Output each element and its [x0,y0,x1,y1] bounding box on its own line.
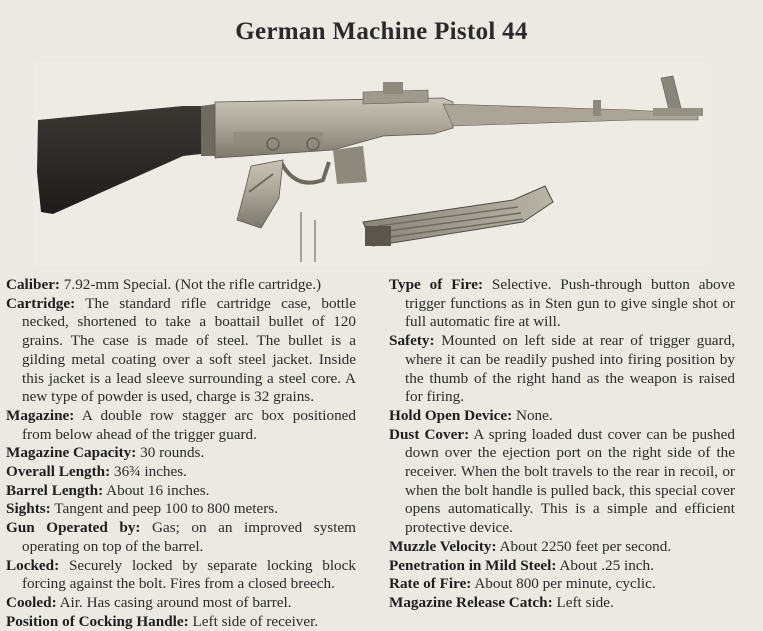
spec-label: Overall Length: [6,463,111,481]
spec-text: 30 rounds. [136,444,205,462]
spec-entry: Barrel Length: About 16 inches. [6,482,356,501]
spec-label: Dust Cover: [389,425,470,443]
document-page: German Machine Pistol 44 [6,18,735,630]
spec-entry: Penetration in Mild Steel: About .25 inc… [389,557,735,576]
right-column: Type of Fire: Selective. Push-through bu… [389,276,735,613]
spec-text: 7.92-mm Special. (Not the rifle cartridg… [60,276,322,293]
spec-entry: Dust Cover: A spring loaded dust cover c… [389,426,735,538]
spec-text: A double row stagger arc box positioned … [22,406,356,443]
spec-entry: Overall Length: 36¾ inches. [6,463,356,482]
spec-entry: Hold Open Device: None. [389,407,735,426]
spec-entry: Gun Operated by: Gas; on an improved sys… [6,519,356,556]
spec-entry: Type of Fire: Selective. Push-through bu… [389,276,735,332]
spec-text: About 2250 feet per second. [496,537,672,555]
spec-label: Position of Cocking Handle: [6,612,189,630]
spec-label: Penetration in Mild Steel: [389,556,557,574]
spec-entry: Locked: Securely locked by separate lock… [6,557,356,594]
spec-text: Gas; on an improved system operating on … [22,519,356,555]
spec-text: About .25 inch. [556,556,654,574]
spec-label: Locked: [6,556,60,574]
spec-text: Air. Has casing around most of barrel. [56,593,292,611]
spec-entry: Position of Cocking Handle: Left side of… [6,613,356,631]
spec-entry: Muzzle Velocity: About 2250 feet per sec… [389,538,735,557]
spec-text: None. [512,406,553,424]
spec-label: Caliber: [6,276,60,293]
spec-text: The standard rifle cartridge case, bottl… [22,294,356,406]
spec-entry: Cooled: Air. Has casing around most of b… [6,594,356,613]
page-title: German Machine Pistol 44 [235,18,528,45]
spec-entry: Rate of Fire: About 800 per minute, cycl… [389,575,735,594]
spec-label: Muzzle Velocity: [389,537,497,555]
spec-entry: Cartridge: The standard rifle cartridge … [6,295,356,407]
left-column: Caliber: 7.92-mm Special. (Not the rifle… [6,276,356,631]
spec-text: 36¾ inches. [110,463,187,481]
spec-text: Securely locked by separate locking bloc… [22,556,356,593]
spec-entry: Caliber: 7.92-mm Special. (Not the rifle… [6,276,356,295]
spec-label: Barrel Length: [6,481,104,499]
spec-label: Hold Open Device: [389,406,513,424]
spec-label: Cooled: [6,593,57,611]
spec-entry: Magazine: A double row stagger arc box p… [6,407,356,444]
spec-text: About 800 per minute, cyclic. [471,575,656,593]
spec-text: Selective. Push-through button above tri… [405,276,735,331]
spec-label: Sights: [6,500,51,518]
spec-entry: Magazine Release Catch: Left side. [389,594,735,613]
spec-label: Safety: [389,332,435,350]
spec-text: Mounted on left side at rear of trigger … [405,332,735,406]
spec-entry: Safety: Mounted on left side at rear of … [389,332,735,407]
spec-label: Gun Operated by: [6,519,141,537]
spec-text: Left side. [552,593,614,611]
spec-entry: Sights: Tangent and peep 100 to 800 mete… [6,500,356,519]
spec-label: Rate of Fire: [389,575,472,593]
spec-text: About 16 inches. [103,481,210,499]
spec-label: Type of Fire: [389,276,483,293]
spec-label: Magazine Capacity: [6,444,137,462]
spec-entry: Magazine Capacity: 30 rounds. [6,444,356,463]
spec-label: Cartridge: [6,294,76,312]
spec-label: Magazine Release Catch: [389,593,553,611]
spec-text: A spring loaded dust cover can be pushed… [405,425,735,537]
spec-label: Magazine: [6,406,75,424]
spec-text: Tangent and peep 100 to 800 meters. [50,500,278,518]
spec-text: Left side of receiver. [188,612,319,630]
machine-pistol-with-magazine-photo [33,62,708,266]
